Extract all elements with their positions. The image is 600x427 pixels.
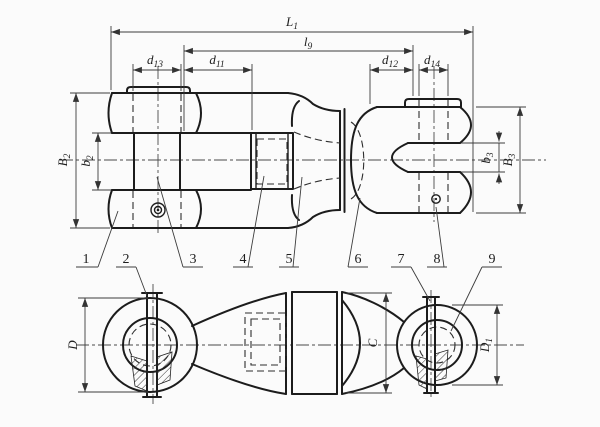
bell-end-face [339,108,346,213]
ball-bulge [341,299,361,387]
dimension-lines [72,28,524,393]
neck-left [191,292,287,395]
left-eye-pin [141,292,163,398]
part-number-8: 8 [434,252,441,267]
extension-lines [70,26,526,394]
dim-D1-label: D1 [477,338,495,353]
dim-b3-label: b3 [478,152,496,164]
top-view-outline [107,86,472,229]
square-bore-hidden [244,312,287,372]
dim-b2-label: b2 [78,155,96,167]
dim-d12-label: d12 [382,52,398,70]
swivel-bell-top [287,92,341,112]
right-eye-pin [422,296,440,394]
dim-d14-label: d14 [424,52,440,70]
bottom-view-outline [102,291,478,398]
left-eye-outer [102,297,198,393]
part-number-5: 5 [286,252,293,267]
dim-D-label: D [65,340,80,351]
flange-left [285,291,293,395]
pin-head-cap [126,86,191,94]
split-pin-hole [431,194,441,204]
dim-B2-label: B2 [55,153,73,166]
flange-right [336,291,343,395]
dim-d11-label: d11 [209,52,224,70]
part-number-9: 9 [489,252,496,267]
part-number-2: 2 [123,252,130,267]
dim-B3-label: B3 [500,153,518,166]
part-number-4: 4 [240,252,247,267]
part-number-1: 1 [83,252,90,267]
dimension-labels: L1 l9 d13 d11 d12 d14 B2 b2 b3 B3 D C D1 [55,14,518,353]
part-number-7: 7 [398,252,405,267]
fork-left-boss [350,106,378,214]
swivel-nut-block [250,132,294,190]
fork-slot-bottom [391,142,409,173]
dim-C-label: C [365,338,380,347]
left-eye-bore [122,317,178,373]
right-eye-outer [396,304,478,386]
dim-l9-label: l9 [304,34,313,52]
fork-boss-cap [404,98,462,108]
dim-L1-label: L1 [285,14,298,32]
part-callouts: 1 2 3 4 5 6 7 8 9 [76,175,502,332]
swivel-bell-bottom [287,209,341,229]
clevis-pin [133,132,181,191]
part-number-3: 3 [190,252,197,267]
dim-d13-label: d13 [147,52,163,70]
pin-retainer-ring [150,202,166,218]
part-number-6: 6 [355,252,362,267]
fork-slot-edges [407,142,461,173]
pin-hole-hidden-lines [132,94,182,227]
